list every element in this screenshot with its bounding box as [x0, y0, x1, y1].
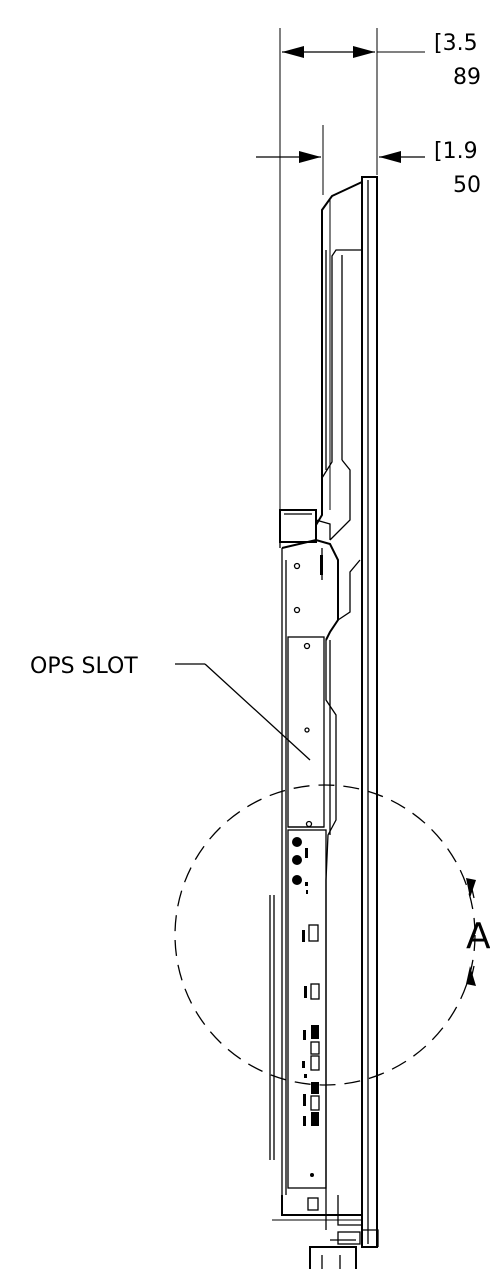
mount-bracket — [279, 509, 331, 548]
ops-slot-label: OPS SLOT — [30, 654, 138, 679]
io-panel — [287, 820, 327, 1189]
ops-slot-panel — [287, 636, 325, 828]
overall-depth-mm: 89 — [453, 65, 481, 90]
panel-depth-mm: 50 — [453, 173, 481, 198]
overall-depth-dimension — [279, 28, 425, 510]
overall-depth-inches: [3.5 — [434, 31, 478, 56]
back-chassis-upper — [315, 181, 363, 541]
back-chassis-lower — [281, 538, 361, 1195]
display-panel-bezel — [361, 176, 378, 1248]
detail-a-marker: A — [466, 916, 490, 957]
panel-depth-inches: [1.9 — [434, 139, 478, 164]
panel-depth-dimension — [256, 125, 425, 195]
bottom-stand — [272, 1195, 379, 1269]
side-cable-channel — [269, 895, 275, 1160]
ops-slot-callout — [175, 663, 311, 761]
detail-a-circle — [174, 784, 476, 1086]
